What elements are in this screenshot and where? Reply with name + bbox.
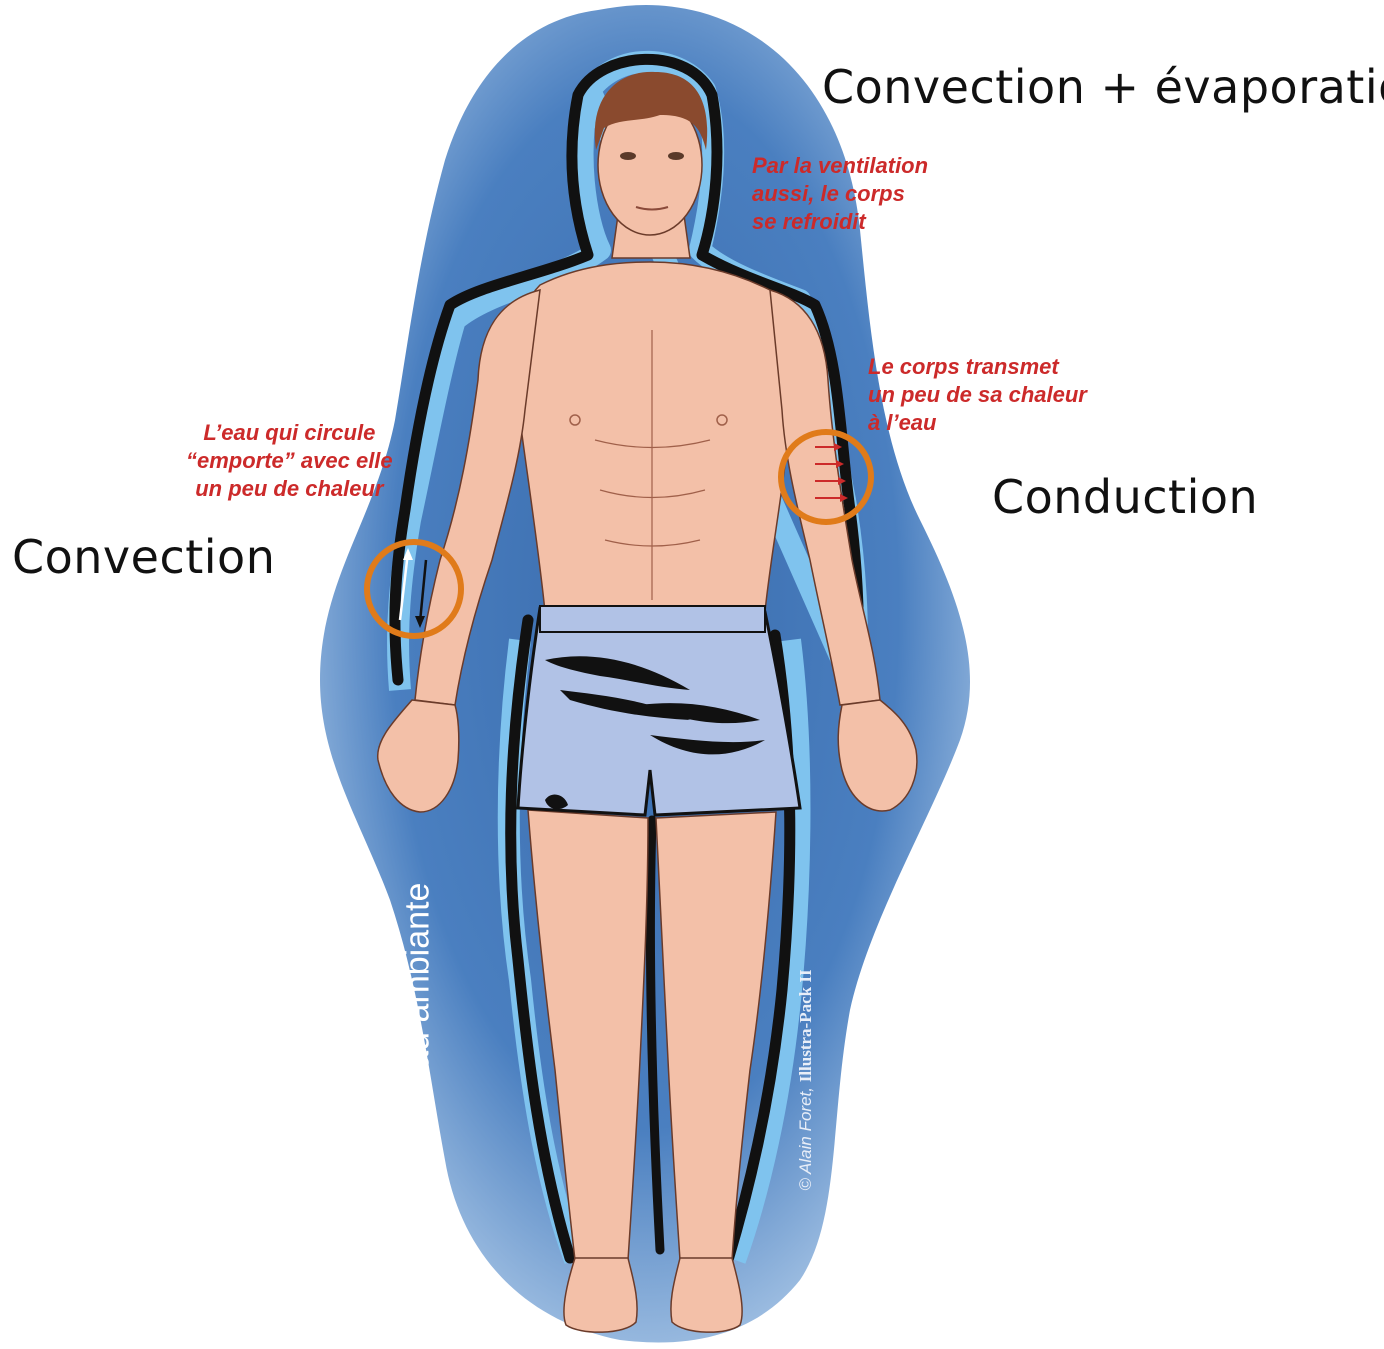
label-convection-evaporation: Convection + évaporation: [822, 60, 1384, 114]
right-foot: [671, 1258, 742, 1332]
label-convection: Convection: [12, 530, 275, 584]
left-eye: [620, 152, 636, 160]
note-ventilation: Par la ventilation aussi, le corps se re…: [752, 152, 928, 236]
credit-pack: Illustra-Pack II: [796, 969, 815, 1082]
note-circulating-water: L’eau qui circule “emporte” avec elle un…: [186, 419, 393, 503]
shorts-waistband: [540, 606, 765, 632]
left-foot: [564, 1258, 637, 1332]
note-body-transmits: Le corps transmet un peu de sa chaleur à…: [868, 353, 1087, 437]
label-ambient-water: Eau ambiante: [399, 878, 438, 1098]
credit-author: © Alain Foret,: [796, 1082, 815, 1190]
torso: [515, 262, 798, 612]
right-eye: [668, 152, 684, 160]
illustration-credit: © Alain Foret, Illustra-Pack II: [796, 950, 816, 1210]
label-conduction: Conduction: [992, 470, 1258, 524]
